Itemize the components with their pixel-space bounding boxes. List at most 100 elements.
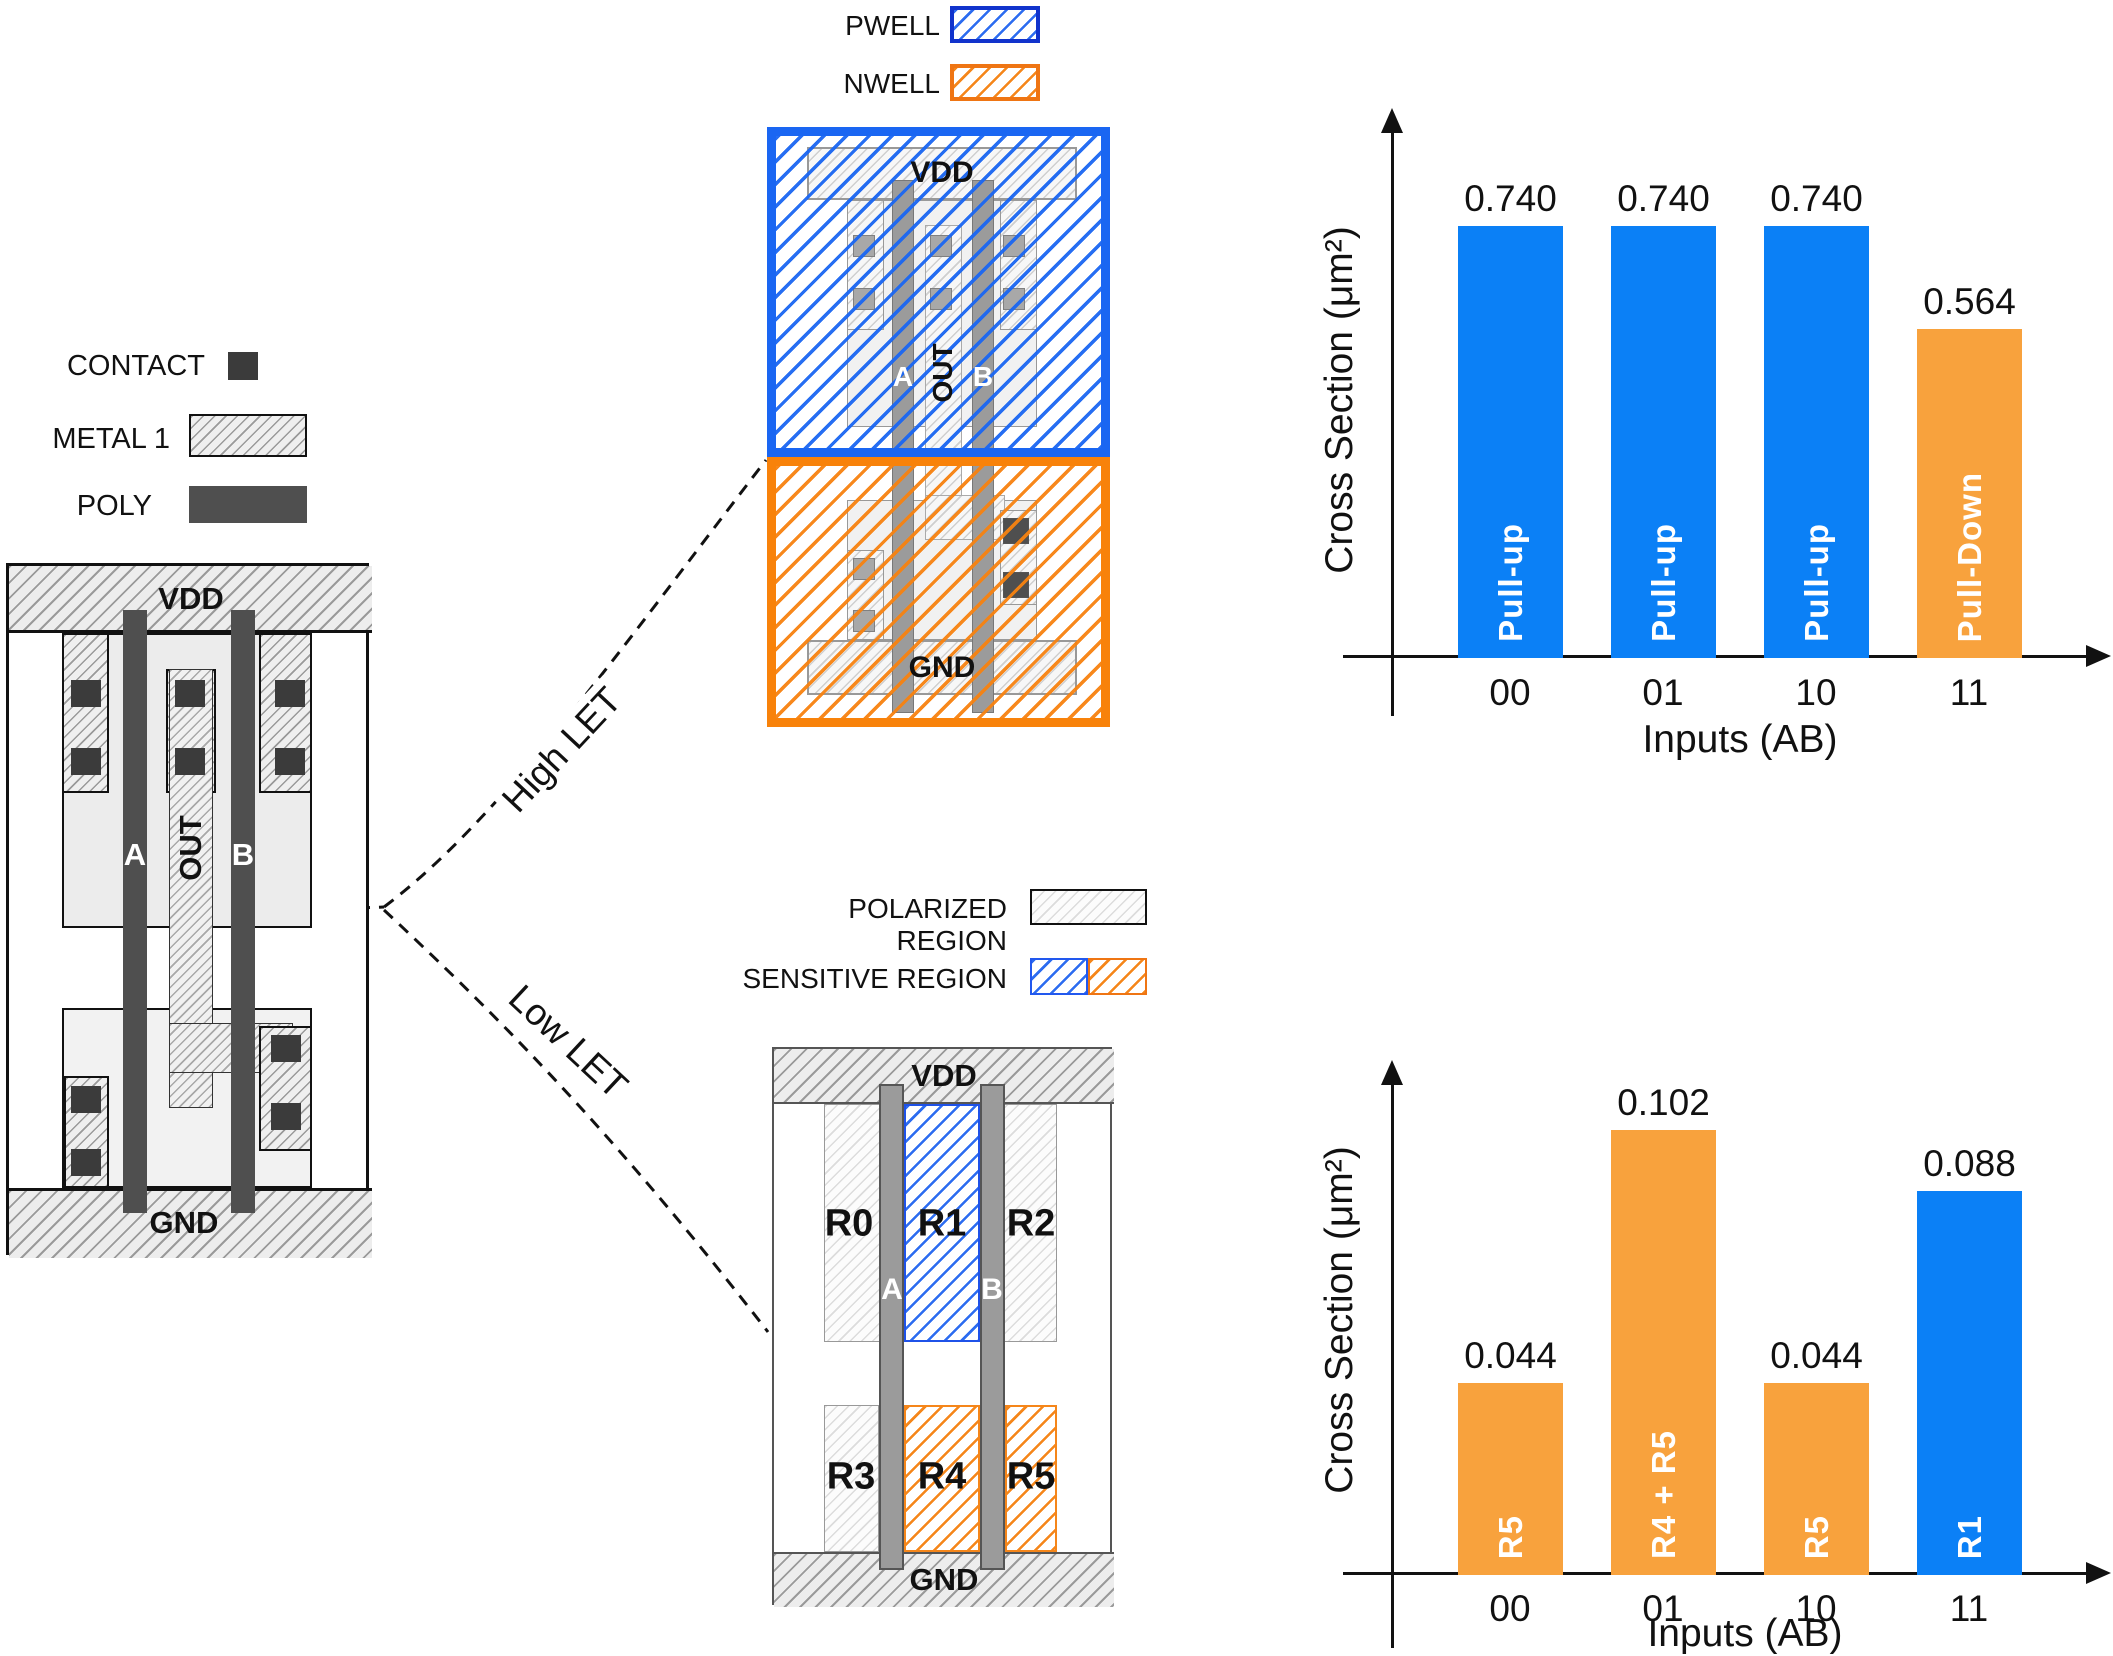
contact-square bbox=[175, 748, 205, 775]
region-r3-label: R3 bbox=[826, 1455, 876, 1498]
poly-gate-b bbox=[231, 610, 255, 1213]
xtick-01: 01 bbox=[1642, 672, 1684, 713]
bar-group: 0.102 R4 + R5 bbox=[1611, 1082, 1716, 1575]
input-b-label: B bbox=[981, 1273, 1003, 1306]
contact-square bbox=[71, 680, 101, 707]
poly-gate-a bbox=[123, 610, 147, 1213]
region-r1-label: R1 bbox=[917, 1202, 967, 1245]
bar-value-label: 0.564 bbox=[1923, 281, 2016, 322]
vdd-rail bbox=[9, 566, 372, 633]
bar-group: 0.044 R5 bbox=[1458, 1335, 1563, 1575]
bar-value-label: 0.044 bbox=[1464, 1335, 1557, 1376]
yaxis-arrow-icon bbox=[1381, 108, 1403, 133]
contact-square bbox=[275, 748, 305, 775]
polarized-region-legend-label: POLARIZED REGION bbox=[848, 893, 1007, 956]
bar-inner-label: R4 + R5 bbox=[1644, 1430, 1682, 1559]
poly-legend-swatch bbox=[189, 486, 307, 523]
gnd-label: GND bbox=[908, 651, 976, 684]
bar-group: 0.044 R5 bbox=[1764, 1335, 1869, 1575]
bar-group: 0.564 Pull-Down bbox=[1917, 281, 2022, 658]
bar: R5 bbox=[1764, 1383, 1869, 1575]
polarized-region-r3 bbox=[824, 1405, 879, 1552]
bar-inner-label: R5 bbox=[1491, 1514, 1529, 1559]
contact-square bbox=[71, 1149, 101, 1176]
gnd-label: GND bbox=[149, 1205, 219, 1240]
input-a-label: A bbox=[881, 1273, 903, 1306]
xtick-00: 00 bbox=[1489, 672, 1531, 713]
bar-value-label: 0.088 bbox=[1923, 1143, 2016, 1184]
bar-inner-label: Pull-up bbox=[1797, 523, 1835, 642]
contact-legend-label: CONTACT bbox=[66, 350, 205, 382]
bar: R5 bbox=[1458, 1383, 1563, 1575]
bar: Pull-up bbox=[1611, 226, 1716, 658]
bar-inner-label: R1 bbox=[1950, 1514, 1988, 1559]
bar-inner-label: Pull-up bbox=[1644, 523, 1682, 642]
xaxis-arrow-icon bbox=[2086, 1562, 2111, 1584]
bar-value-label: 0.740 bbox=[1617, 178, 1710, 219]
bar-inner-label: Pull-Down bbox=[1950, 471, 1988, 642]
input-b-label: B bbox=[231, 837, 255, 872]
low-let-chart-yaxis bbox=[1391, 1078, 1394, 1648]
bar-value-label: 0.044 bbox=[1770, 1335, 1863, 1376]
gnd-rail bbox=[9, 1188, 372, 1258]
bar-value-label: 0.740 bbox=[1464, 178, 1557, 219]
pwell-legend-label: PWELL bbox=[845, 10, 940, 41]
region-r2-label: R2 bbox=[1006, 1202, 1056, 1245]
contact-square bbox=[175, 680, 205, 707]
poly-gate-a bbox=[879, 1084, 904, 1570]
bar-inner-label: R5 bbox=[1797, 1514, 1835, 1559]
bar: Pull-up bbox=[1458, 226, 1563, 658]
polarized-region-legend-swatch bbox=[1030, 889, 1147, 925]
bar-group: 0.740 Pull-up bbox=[1611, 178, 1716, 658]
bar-value-label: 0.102 bbox=[1617, 1082, 1710, 1123]
vdd-label: VDD bbox=[910, 156, 974, 189]
xtick-01: 01 bbox=[1642, 1588, 1684, 1629]
sensitive-region-legend-swatch-nwell bbox=[1088, 958, 1147, 995]
bar-inner-label: Pull-up bbox=[1491, 523, 1529, 642]
vdd-rail bbox=[774, 1049, 1114, 1104]
out-label: OUT bbox=[927, 343, 958, 403]
low-let-label: Low LET bbox=[495, 972, 641, 1112]
region-r0-label: R0 bbox=[824, 1202, 874, 1245]
bar-group: 0.740 Pull-up bbox=[1458, 178, 1563, 658]
high-let-chart-yaxis bbox=[1391, 126, 1394, 716]
region-r5-label: R5 bbox=[1006, 1455, 1056, 1498]
contact-square bbox=[71, 1086, 101, 1113]
input-a-label: A bbox=[892, 361, 914, 392]
input-a-label: A bbox=[123, 837, 147, 872]
sensitive-region-r1 bbox=[904, 1104, 980, 1342]
poly-gate-b bbox=[980, 1084, 1005, 1570]
well-diagram: VDD A OUT B GND bbox=[767, 127, 1110, 727]
xtick-11: 11 bbox=[1949, 672, 1989, 713]
region-diagram: VDD GND R0 R1 R2 A B R3 R4 R5 bbox=[772, 1047, 1114, 1607]
xtick-10: 10 bbox=[1795, 1588, 1837, 1629]
metal1-legend-swatch bbox=[189, 414, 307, 457]
contact-legend-swatch bbox=[228, 352, 258, 380]
high-let-label: High LET bbox=[489, 674, 635, 826]
high-let-chart-xlabel: Inputs (AB) bbox=[1642, 718, 1838, 761]
out-label: OUT bbox=[173, 815, 208, 881]
bar: R4 + R5 bbox=[1611, 1130, 1716, 1575]
yaxis-arrow-icon bbox=[1381, 1060, 1403, 1085]
xtick-10: 10 bbox=[1795, 672, 1837, 713]
high-let-chart-plot: 0.740 Pull-up 0.740 Pull-up 0.740 Pull-u… bbox=[1343, 118, 2113, 658]
gnd-rail bbox=[774, 1552, 1114, 1607]
region-r4-label: R4 bbox=[917, 1455, 967, 1498]
nwell-legend-label: NWELL bbox=[843, 68, 940, 99]
bar-group: 0.740 Pull-up bbox=[1764, 178, 1869, 658]
xtick-00: 00 bbox=[1489, 1588, 1531, 1629]
xaxis-arrow-icon bbox=[2086, 645, 2111, 667]
low-let-chart-plot: 0.044 R5 0.102 R4 + R5 0.044 R5 0.088 R1 bbox=[1343, 1075, 2113, 1575]
input-b-label: B bbox=[972, 361, 994, 392]
xtick-11: 11 bbox=[1949, 1588, 1989, 1629]
contact-square bbox=[275, 680, 305, 707]
poly-legend-label: POLY bbox=[76, 490, 152, 522]
sensitive-region-legend-label: SENSITIVE REGION bbox=[742, 963, 1008, 994]
contact-square bbox=[271, 1035, 301, 1062]
bar-group: 0.088 R1 bbox=[1917, 1143, 2022, 1575]
nwell-overlay bbox=[767, 457, 1110, 727]
bar: Pull-up bbox=[1764, 226, 1869, 658]
vdd-label: VDD bbox=[158, 581, 224, 616]
sensitive-region-legend-swatch-pwell bbox=[1030, 958, 1088, 995]
